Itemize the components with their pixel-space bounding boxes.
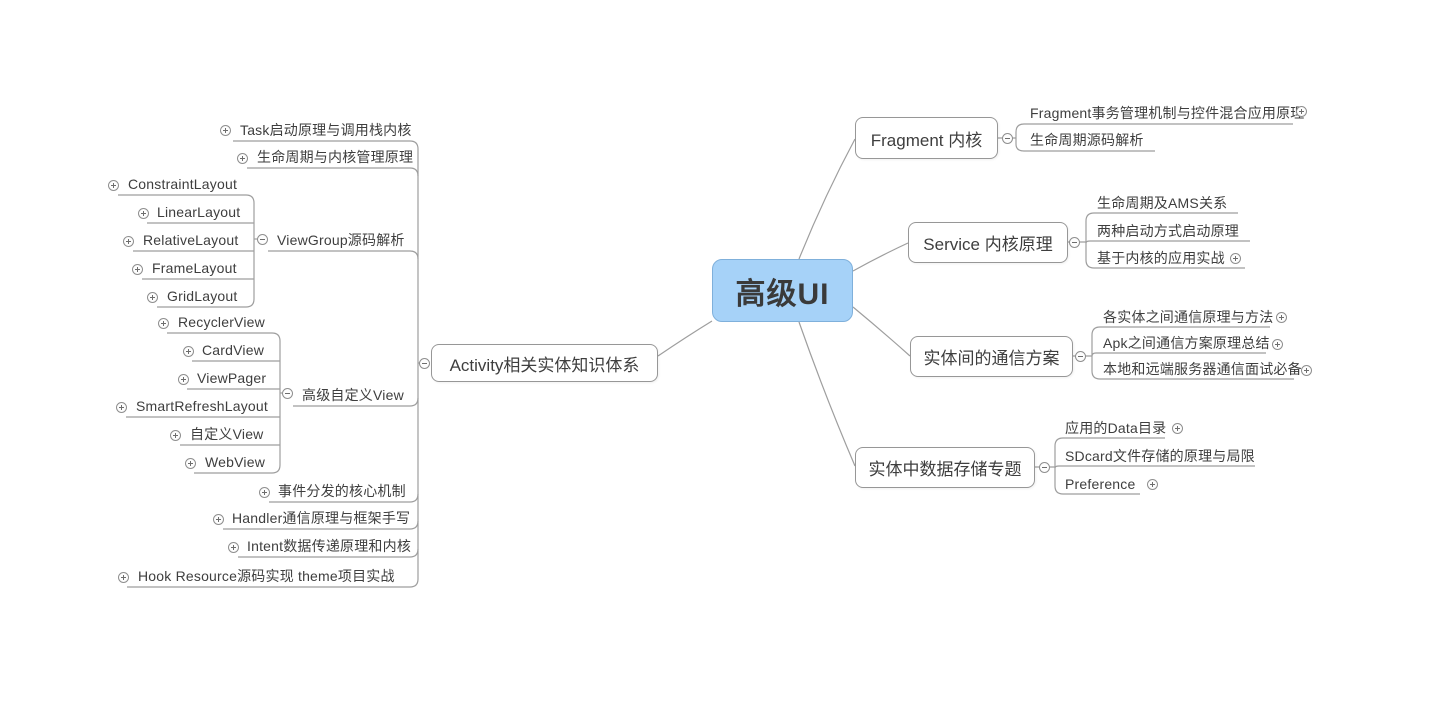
topic-card-view[interactable]: CardView bbox=[202, 342, 265, 358]
topic-storage[interactable]: 实体中数据存储专题 bbox=[855, 447, 1035, 488]
topic-fragment-transaction[interactable]: Fragment事务管理机制与控件混合应用原理 bbox=[1030, 105, 1305, 121]
task-expand-icon[interactable] bbox=[219, 124, 231, 136]
topic-event-dispatch[interactable]: 事件分发的核心机制 bbox=[278, 483, 406, 499]
connector-line bbox=[1085, 242, 1245, 269]
connector-line bbox=[852, 306, 911, 357]
root-topic[interactable]: 高级UI bbox=[712, 259, 853, 322]
connector-line bbox=[118, 194, 255, 204]
relative-layout-expand-icon[interactable] bbox=[122, 235, 134, 247]
communication-collapse-icon[interactable] bbox=[1074, 350, 1086, 362]
connector-line bbox=[247, 167, 419, 177]
storage-collapse-icon[interactable] bbox=[1038, 461, 1050, 473]
viewgroup-collapse-icon[interactable] bbox=[256, 233, 268, 245]
topic-task[interactable]: Task启动原理与调用栈内核 bbox=[240, 122, 412, 138]
hook-resource-expand-icon[interactable] bbox=[117, 571, 129, 583]
constraint-layout-expand-icon[interactable] bbox=[107, 179, 119, 191]
topic-service-practice[interactable]: 基于内核的应用实战 bbox=[1097, 250, 1225, 266]
topic-constraint-layout[interactable]: ConstraintLayout bbox=[128, 176, 238, 192]
topic-web-view[interactable]: WebView bbox=[205, 454, 266, 470]
fragment-collapse-icon[interactable] bbox=[1001, 132, 1013, 144]
connector-line bbox=[238, 548, 419, 558]
connector-line bbox=[1091, 352, 1266, 357]
connector-line bbox=[657, 320, 713, 357]
topic-custom-view[interactable]: 自定义View bbox=[190, 426, 264, 442]
connector-line bbox=[1085, 212, 1238, 242]
topic-comm-methods[interactable]: 各实体之间通信原理与方法 bbox=[1103, 309, 1274, 325]
connector-line bbox=[1015, 123, 1293, 138]
connector-line bbox=[293, 397, 419, 407]
topic-fragment[interactable]: Fragment 内核 bbox=[855, 117, 998, 159]
connector-line bbox=[1054, 437, 1165, 467]
topic-preference[interactable]: Preference bbox=[1065, 476, 1136, 492]
topic-fragment-lifecycle[interactable]: 生命周期源码解析 bbox=[1030, 132, 1144, 148]
connector-line bbox=[223, 520, 419, 530]
service-collapse-icon[interactable] bbox=[1068, 236, 1080, 248]
recycler-view-expand-icon[interactable] bbox=[157, 317, 169, 329]
preference-expand-icon[interactable] bbox=[1146, 478, 1158, 490]
web-view-expand-icon[interactable] bbox=[184, 457, 196, 469]
connector-line bbox=[798, 321, 856, 467]
lifecycle-mgmt-expand-icon[interactable] bbox=[236, 152, 248, 164]
connector-line bbox=[194, 464, 281, 474]
connector-line bbox=[1085, 240, 1250, 244]
topic-relative-layout[interactable]: RelativeLayout bbox=[143, 232, 239, 248]
topic-service-ams[interactable]: 生命周期及AMS关系 bbox=[1097, 195, 1228, 211]
card-view-expand-icon[interactable] bbox=[182, 345, 194, 357]
connector-line bbox=[167, 332, 281, 342]
topic-smart-refresh-layout[interactable]: SmartRefreshLayout bbox=[136, 398, 268, 414]
comm-apk-expand-icon[interactable] bbox=[1271, 338, 1283, 350]
topic-advanced-custom-view[interactable]: 高级自定义View bbox=[302, 387, 404, 403]
topic-comm-remote[interactable]: 本地和远端服务器通信面试必备 bbox=[1103, 361, 1302, 377]
topic-lifecycle-mgmt[interactable]: 生命周期与内核管理原理 bbox=[257, 149, 414, 165]
topic-linear-layout[interactable]: LinearLayout bbox=[157, 204, 241, 220]
linear-layout-expand-icon[interactable] bbox=[137, 207, 149, 219]
topic-handler[interactable]: Handler通信原理与框架手写 bbox=[232, 510, 411, 526]
connector-line bbox=[1015, 138, 1155, 152]
topic-service-two-start[interactable]: 两种启动方式启动原理 bbox=[1097, 223, 1239, 239]
connector-line bbox=[1054, 467, 1140, 495]
intent-expand-icon[interactable] bbox=[227, 541, 239, 553]
connector-line bbox=[233, 140, 419, 150]
smart-refresh-layout-expand-icon[interactable] bbox=[115, 401, 127, 413]
topic-hook-resource[interactable]: Hook Resource源码实现 theme项目实战 bbox=[138, 568, 395, 584]
topic-intent[interactable]: Intent数据传递原理和内核 bbox=[247, 538, 412, 554]
topic-view-pager[interactable]: ViewPager bbox=[197, 370, 267, 386]
connector-line bbox=[269, 493, 419, 503]
comm-methods-expand-icon[interactable] bbox=[1275, 311, 1287, 323]
topic-data-dir[interactable]: 应用的Data目录 bbox=[1065, 420, 1167, 436]
frame-layout-expand-icon[interactable] bbox=[131, 263, 143, 275]
data-dir-expand-icon[interactable] bbox=[1171, 422, 1183, 434]
activity-collapse-icon[interactable] bbox=[418, 357, 430, 369]
comm-remote-expand-icon[interactable] bbox=[1300, 364, 1312, 376]
topic-recycler-view[interactable]: RecyclerView bbox=[178, 314, 265, 330]
topic-grid-layout[interactable]: GridLayout bbox=[167, 288, 238, 304]
handler-expand-icon[interactable] bbox=[212, 513, 224, 525]
view-pager-expand-icon[interactable] bbox=[177, 373, 189, 385]
topic-communication[interactable]: 实体间的通信方案 bbox=[910, 336, 1073, 377]
fragment-transaction-expand-icon[interactable] bbox=[1295, 105, 1307, 117]
connector-line bbox=[157, 298, 255, 308]
connector-line bbox=[1054, 465, 1255, 469]
grid-layout-expand-icon[interactable] bbox=[146, 291, 158, 303]
topic-sdcard[interactable]: SDcard文件存储的原理与局限 bbox=[1065, 448, 1255, 464]
topic-frame-layout[interactable]: FrameLayout bbox=[152, 260, 237, 276]
event-dispatch-expand-icon[interactable] bbox=[258, 486, 270, 498]
connector-line bbox=[1091, 326, 1270, 356]
advanced-custom-view-collapse-icon[interactable] bbox=[281, 387, 293, 399]
connector-line bbox=[127, 578, 419, 588]
connector-line bbox=[1091, 356, 1294, 380]
custom-view-expand-icon[interactable] bbox=[169, 429, 181, 441]
connector-line bbox=[852, 242, 909, 272]
connector-line bbox=[798, 138, 856, 260]
topic-service[interactable]: Service 内核原理 bbox=[908, 222, 1068, 263]
topic-viewgroup[interactable]: ViewGroup源码解析 bbox=[277, 232, 405, 248]
topic-comm-apk[interactable]: Apk之间通信方案原理总结 bbox=[1103, 335, 1270, 351]
topic-activity[interactable]: Activity相关实体知识体系 bbox=[431, 344, 658, 382]
connector-line bbox=[268, 250, 419, 260]
service-practice-expand-icon[interactable] bbox=[1229, 252, 1241, 264]
